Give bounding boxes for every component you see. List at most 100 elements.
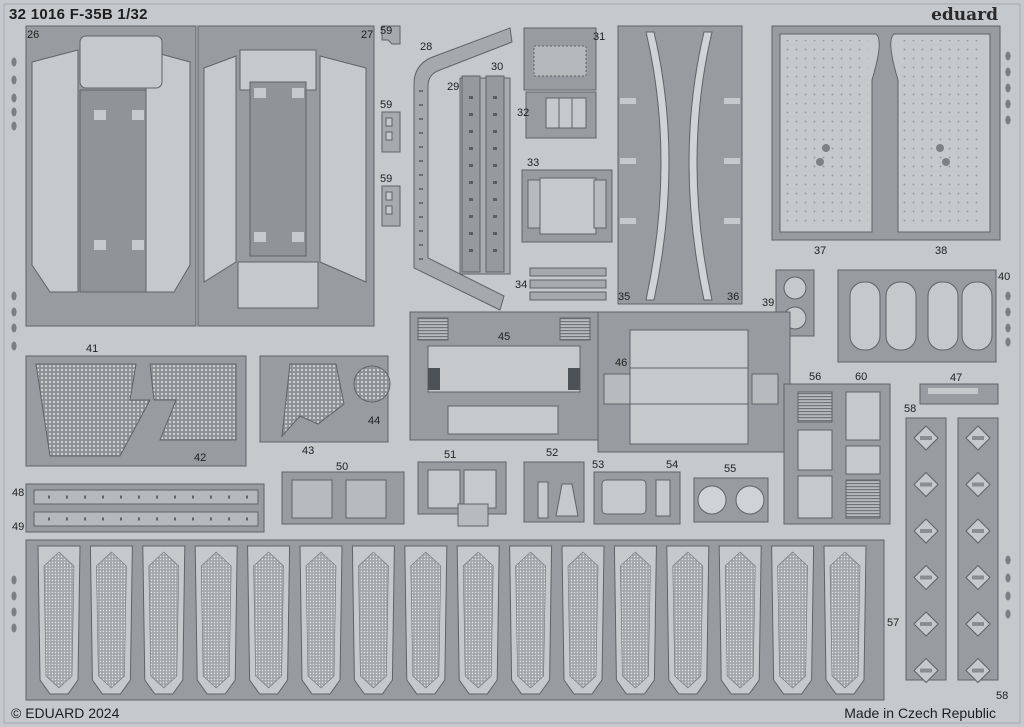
edge-marker: [1005, 573, 1011, 583]
part-label-55-29: 55: [724, 463, 736, 475]
tab-58-slot: [920, 482, 932, 487]
edge-marker: [11, 591, 17, 601]
parts-59-brackets: [381, 25, 401, 227]
parts-58-tabs: [905, 417, 999, 684]
edge-marker: [1005, 67, 1011, 77]
strip-57-grate: [462, 551, 494, 689]
sheet-title: 32 1016 F-35B 1/32: [9, 6, 148, 23]
origin-text: Made in Czech Republic: [844, 705, 996, 721]
tab-58-slot: [972, 529, 984, 533]
strip-57-grate: [305, 551, 337, 689]
part-label-31-5: 31: [593, 31, 605, 43]
edge-marker: [1005, 555, 1011, 565]
tab-58-slot: [920, 668, 932, 673]
edge-marker: [1005, 591, 1011, 601]
part-47-strip: [919, 383, 999, 405]
parts-48-49-strips: [25, 483, 265, 533]
parts-37-38-panels: [771, 25, 1001, 241]
strip-57-grate: [829, 551, 861, 689]
part-label-59-34: 59: [380, 25, 392, 37]
edge-marker: [1005, 609, 1011, 619]
edge-marker: [1005, 337, 1011, 347]
part-label-59-36: 59: [380, 173, 392, 185]
part-label-41-15: 41: [86, 343, 98, 355]
edge-marker: [11, 121, 17, 131]
tab-58-slot: [920, 529, 932, 533]
strip-57-grate: [724, 551, 756, 689]
edge-marker: [1005, 99, 1011, 109]
edge-marker: [1005, 51, 1011, 61]
part-26-bay-door: [25, 25, 197, 327]
edge-marker: [11, 341, 17, 351]
part-label-53-27: 53: [592, 459, 604, 471]
part-40-clips: [837, 269, 997, 363]
parts-53-54-panels: [593, 471, 681, 525]
part-label-26-0: 26: [27, 29, 39, 41]
parts-29-30-rails: [459, 75, 511, 275]
edge-marker: [11, 575, 17, 585]
part-label-32-6: 32: [517, 107, 529, 119]
part-label-45-19: 45: [498, 331, 510, 343]
part-label-37-11: 37: [814, 245, 826, 257]
part-label-42-16: 42: [194, 452, 206, 464]
strip-57-grate: [200, 551, 232, 689]
part-33-frame: [521, 169, 613, 243]
part-label-28-2: 28: [420, 41, 432, 53]
part-label-34-8: 34: [515, 279, 527, 291]
part-31-frame: [523, 27, 597, 91]
tab-58-slot: [972, 482, 984, 487]
part-label-56-30: 56: [809, 371, 821, 383]
part-label-59-35: 59: [380, 99, 392, 111]
edge-marker: [11, 107, 17, 117]
part-57-strips: [25, 539, 885, 701]
part-55-rings: [693, 477, 769, 523]
part-label-58-33: 58: [996, 690, 1008, 702]
part-label-46-20: 46: [615, 357, 627, 369]
edge-marker: [1005, 291, 1011, 301]
edge-marker: [11, 57, 17, 67]
parts-35-36-panels: [617, 25, 743, 305]
part-label-54-28: 54: [666, 459, 678, 471]
strip-57-grate: [777, 551, 808, 689]
fret-frame: [3, 3, 1021, 724]
tab-58-slot: [920, 575, 932, 580]
part-label-58-32: 58: [904, 403, 916, 415]
strip-57-grate: [515, 551, 546, 689]
strip-57-grate: [620, 551, 651, 689]
tab-58-slot: [972, 668, 984, 673]
edge-marker: [11, 623, 17, 633]
part-51-panel: [417, 461, 507, 527]
part-label-40-14: 40: [998, 271, 1010, 283]
part-label-60-37: 60: [855, 371, 867, 383]
strip-57-grate: [96, 551, 127, 689]
part-label-52-26: 52: [546, 447, 558, 459]
part-label-38-12: 38: [935, 245, 947, 257]
part-label-57-31: 57: [887, 617, 899, 629]
tab-58-slot: [972, 575, 984, 580]
edge-marker: [1005, 115, 1011, 125]
strip-57-grate: [253, 551, 284, 689]
edge-marker: [11, 607, 17, 617]
part-45-panel: [409, 311, 599, 441]
part-label-48-22: 48: [12, 487, 24, 499]
parts-56-60-panels: [783, 383, 891, 525]
parts-41-42-mesh: [25, 355, 247, 467]
tab-58-slot: [972, 622, 984, 626]
strip-57-grate: [358, 551, 389, 689]
part-label-50-24: 50: [336, 461, 348, 473]
copyright-text: © EDUARD 2024: [11, 705, 120, 721]
part-28-cable-strip: [413, 27, 513, 311]
part-label-47-21: 47: [950, 372, 962, 384]
edge-marker: [1005, 323, 1011, 333]
part-label-49-23: 49: [12, 521, 24, 533]
part-label-27-1: 27: [361, 29, 373, 41]
strip-57-grate: [410, 551, 442, 689]
strip-57-grate: [672, 551, 704, 689]
edge-marker: [11, 291, 17, 301]
tab-58-slot: [920, 436, 932, 440]
brand-logo: eduard: [931, 5, 998, 25]
edge-marker: [1005, 307, 1011, 317]
part-label-39-13: 39: [762, 297, 774, 309]
